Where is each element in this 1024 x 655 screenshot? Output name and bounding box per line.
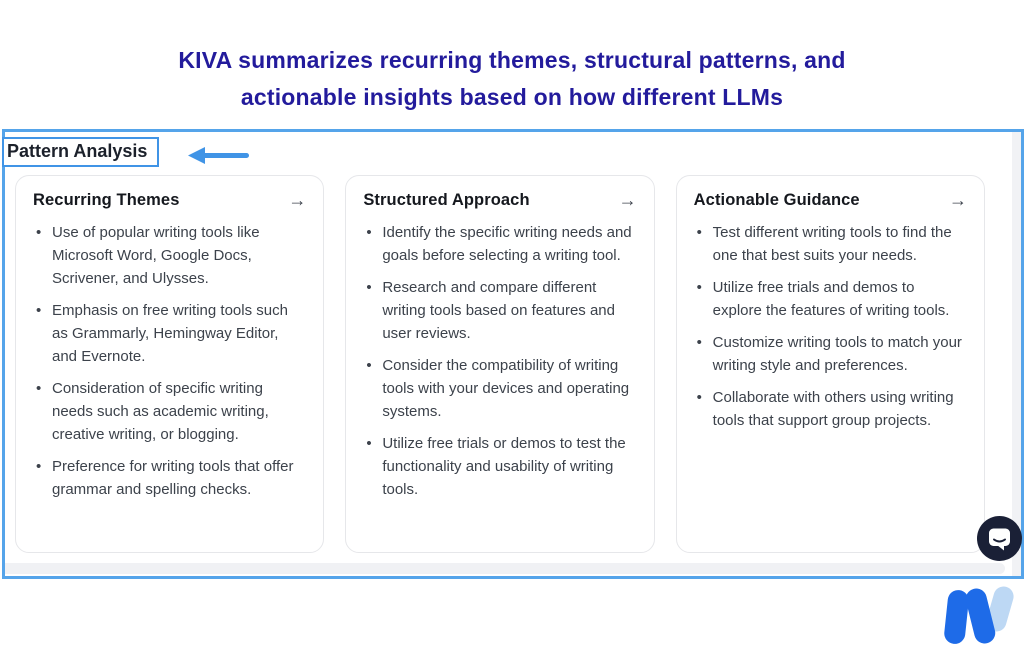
bullet-list: Identify the specific writing needs and …: [363, 221, 636, 501]
bullet-item: Utilize free trials and demos to explore…: [694, 276, 967, 322]
bullet-item: Consider the compatibility of writing to…: [363, 354, 636, 423]
bullet-item: Consideration of specific writing needs …: [33, 377, 306, 446]
page-title-line2: actionable insights based on how differe…: [240, 84, 784, 110]
card-structured-approach[interactable]: Structured Approach → Identify the speci…: [345, 175, 655, 553]
pattern-analysis-panel: Pattern Analysis Recurring Themes → Use …: [2, 129, 1024, 579]
card-title: Structured Approach: [363, 191, 530, 209]
card-header: Structured Approach →: [363, 191, 636, 210]
card-header: Recurring Themes →: [33, 191, 306, 210]
pattern-analysis-heading: Pattern Analysis: [7, 141, 148, 161]
card-recurring-themes[interactable]: Recurring Themes → Use of popular writin…: [15, 175, 325, 553]
arrow-right-icon[interactable]: →: [948, 190, 967, 210]
card-title: Recurring Themes: [33, 191, 180, 209]
chat-widget-button[interactable]: [977, 516, 1022, 561]
card-actionable-guidance[interactable]: Actionable Guidance → Test different wri…: [675, 175, 985, 553]
card-header: Actionable Guidance →: [694, 191, 967, 210]
footer-strip: [5, 563, 1005, 574]
bullet-item: Use of popular writing tools like Micros…: [33, 221, 306, 290]
left-arrow-icon: [188, 147, 249, 164]
arrow-right-icon[interactable]: →: [288, 190, 307, 210]
bullet-item: Test different writing tools to find the…: [694, 221, 967, 267]
chat-bubble-icon: [989, 528, 1010, 551]
arrow-right-icon[interactable]: →: [618, 190, 637, 210]
bullet-item: Preference for writing tools that offer …: [33, 455, 306, 501]
bullet-list: Test different writing tools to find the…: [694, 221, 967, 432]
writesonic-w-logo: [944, 586, 1014, 644]
bullet-item: Collaborate with others using writing to…: [694, 386, 967, 432]
scrollbar[interactable]: [1012, 132, 1021, 576]
bullet-item: Emphasis on free writing tools such as G…: [33, 299, 306, 368]
page-title: KIVA summarizes recurring themes, struct…: [0, 42, 1024, 116]
bullet-item: Identify the specific writing needs and …: [363, 221, 636, 267]
bullet-list: Use of popular writing tools like Micros…: [33, 221, 306, 501]
bullet-item: Research and compare different writing t…: [363, 276, 636, 345]
cards-row: Recurring Themes → Use of popular writin…: [15, 175, 985, 553]
card-title: Actionable Guidance: [693, 191, 860, 209]
bullet-item: Customize writing tools to match your wr…: [694, 331, 967, 377]
page-title-line1: KIVA summarizes recurring themes, struct…: [178, 47, 846, 73]
bullet-item: Utilize free trials or demos to test the…: [363, 432, 636, 501]
pattern-analysis-heading-box: Pattern Analysis: [2, 137, 160, 167]
